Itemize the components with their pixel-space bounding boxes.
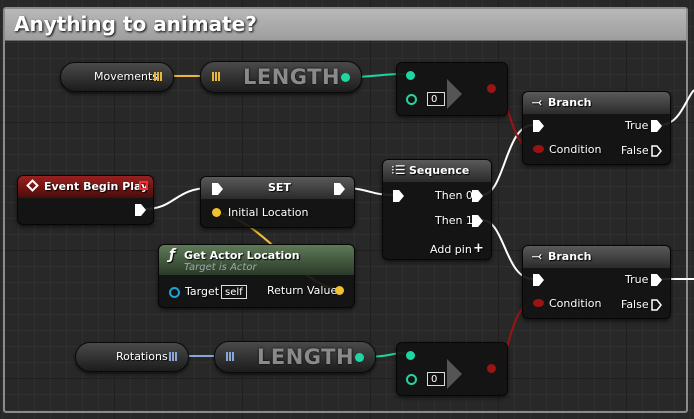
grid-array-icon[interactable] xyxy=(211,72,220,81)
delegate-pin-icon[interactable] xyxy=(139,181,148,190)
set-title: SET xyxy=(268,181,291,194)
event-header xyxy=(18,176,153,198)
bool-output-pin[interactable] xyxy=(487,84,496,93)
greater-than-icon xyxy=(447,79,462,109)
int-input-pin[interactable] xyxy=(406,71,415,80)
grid-array-icon[interactable] xyxy=(225,352,234,361)
int-output-pin[interactable] xyxy=(341,73,350,82)
condition-input-pin-top[interactable] xyxy=(533,145,544,153)
compare-node-top[interactable]: 0 xyxy=(396,62,508,116)
length-label-bottom: LENGTH xyxy=(257,345,355,369)
compare-value-input[interactable]: 0 xyxy=(427,372,445,386)
branch-icon: ⤙ xyxy=(532,95,542,109)
set-header xyxy=(201,177,354,199)
branch-title-top: Branch xyxy=(548,96,592,109)
then1-exec-pin[interactable] xyxy=(472,215,483,227)
greater-than-icon xyxy=(447,359,462,389)
branch-title-bottom: Branch xyxy=(548,250,592,263)
target-label: Target xyxy=(185,285,220,298)
rotations-label: Rotations xyxy=(116,350,168,363)
compare-node-bottom[interactable]: 0 xyxy=(396,342,508,396)
int-input-pin-empty[interactable] xyxy=(406,94,417,105)
int-output-pin[interactable] xyxy=(355,353,364,362)
comment-title: Anything to animate? xyxy=(14,12,257,36)
target-value-box[interactable]: self xyxy=(221,285,247,299)
event-title: Event Begin Play xyxy=(44,180,149,193)
vector-input-pin[interactable] xyxy=(212,208,221,217)
exec-input-pin[interactable] xyxy=(212,183,223,195)
movements-variable-node[interactable]: Movements xyxy=(60,62,174,92)
condition-label-bottom: Condition xyxy=(549,297,602,310)
length-node-top[interactable]: LENGTH xyxy=(200,61,362,93)
true-label-top: True xyxy=(625,119,649,132)
false-exec-pin-top[interactable] xyxy=(651,145,662,157)
set-node[interactable]: SET Initial Location xyxy=(200,176,355,228)
branch-node-bottom[interactable]: ⤙ Branch True Condition False xyxy=(522,245,671,319)
sequence-icon: ⁝☰ xyxy=(391,163,406,177)
bool-output-pin[interactable] xyxy=(487,364,496,373)
int-input-pin[interactable] xyxy=(406,351,415,360)
function-header xyxy=(159,245,354,275)
set-initial-location-label: Initial Location xyxy=(228,206,309,219)
grid-array-icon[interactable] xyxy=(168,352,177,361)
sequence-title: Sequence xyxy=(409,164,470,177)
movements-label: Movements xyxy=(94,70,158,83)
true-exec-pin-top[interactable] xyxy=(651,120,662,132)
get-actor-location-title: Get Actor Location xyxy=(184,249,300,262)
compare-value-input[interactable]: 0 xyxy=(427,92,445,106)
length-label-top: LENGTH xyxy=(243,65,341,89)
get-actor-location-node[interactable]: ƒ Get Actor Location Target is Actor Tar… xyxy=(158,244,355,308)
sequence-header xyxy=(383,160,491,182)
branch-header-bottom xyxy=(523,246,670,268)
condition-label-top: Condition xyxy=(549,143,602,156)
branch-node-top[interactable]: ⤙ Branch True Condition False xyxy=(522,91,671,165)
vector-output-pin[interactable] xyxy=(335,286,344,295)
sequence-node[interactable]: ⁝☰ Sequence Then 0 Then 1 Add pin + xyxy=(382,159,492,260)
comment-box-header[interactable] xyxy=(5,9,686,41)
then0-exec-pin[interactable] xyxy=(472,190,483,202)
true-exec-pin-bottom[interactable] xyxy=(651,274,662,286)
comment-box-frame[interactable] xyxy=(3,7,688,413)
int-input-pin-empty[interactable] xyxy=(406,374,417,385)
false-exec-pin-bottom[interactable] xyxy=(651,299,662,311)
false-label-bottom: False xyxy=(621,298,649,311)
object-input-pin[interactable] xyxy=(169,287,180,298)
length-node-bottom[interactable]: LENGTH xyxy=(214,341,376,373)
exec-output-pin[interactable] xyxy=(135,204,146,216)
function-icon: ƒ xyxy=(169,247,176,263)
true-label-bottom: True xyxy=(625,273,649,286)
false-label-top: False xyxy=(621,144,649,157)
exec-input-pin[interactable] xyxy=(393,190,404,202)
branch-icon: ⤙ xyxy=(532,249,542,263)
exec-output-pin[interactable] xyxy=(334,183,345,195)
exec-input-pin[interactable] xyxy=(533,120,544,132)
return-value-label: Return Value xyxy=(267,284,338,297)
plus-icon[interactable]: + xyxy=(473,241,484,256)
rotations-variable-node[interactable]: Rotations xyxy=(75,342,189,372)
exec-input-pin[interactable] xyxy=(533,274,544,286)
get-actor-location-subtitle: Target is Actor xyxy=(184,262,257,273)
branch-header-top xyxy=(523,92,670,114)
then0-label: Then 0 xyxy=(435,189,473,202)
event-begin-play-node[interactable]: Event Begin Play xyxy=(17,175,154,225)
condition-input-pin-bottom[interactable] xyxy=(533,299,544,307)
grid-array-icon[interactable] xyxy=(153,72,162,81)
then1-label: Then 1 xyxy=(435,214,473,227)
add-pin-label[interactable]: Add pin xyxy=(430,243,472,256)
